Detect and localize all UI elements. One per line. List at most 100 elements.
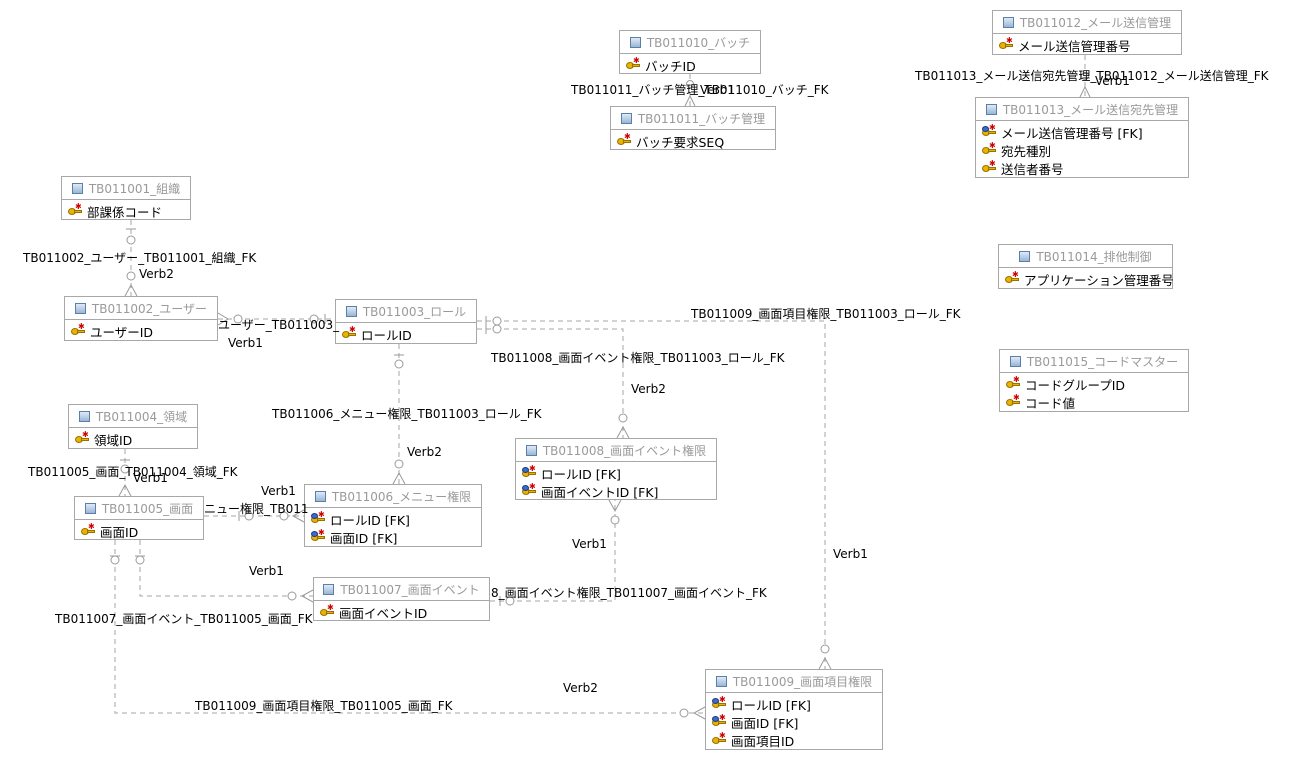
table-title: TB011004_領域 bbox=[95, 409, 188, 424]
column-name: ロールID [FK] bbox=[330, 512, 410, 528]
column-name: 画面ID bbox=[100, 524, 139, 540]
verb-label[interactable]: Verb2 bbox=[563, 681, 598, 695]
column-row[interactable]: ✱画面イベントID [FK] bbox=[516, 482, 716, 500]
verb-label[interactable]: Verb1 bbox=[1095, 74, 1130, 88]
verb-label[interactable]: Verb1 bbox=[572, 537, 607, 551]
fk-label[interactable]: TB011006_メニュー権限_TB011003_ロール_FK bbox=[272, 407, 542, 421]
fk-label[interactable]: TB011002_ユーザー_TB011001_組織_FK bbox=[23, 251, 257, 265]
table-tb011009[interactable]: TB011009_画面項目権限 ✱ロールID [FK] ✱画面ID [FK] ✱… bbox=[705, 669, 883, 750]
table-tb011005[interactable]: TB011005_画面 ✱ 画面ID bbox=[74, 496, 204, 540]
fk-label[interactable]: TB011008_画面イベント権限_TB011003_ロール_FK bbox=[491, 351, 785, 365]
crowfoot-icon bbox=[684, 94, 696, 107]
table-tb011002[interactable]: TB011002_ユーザー ✱ユーザーID bbox=[64, 296, 218, 341]
verb-label[interactable]: Verb1 bbox=[249, 564, 284, 578]
fk-label[interactable]: TB011005_画面_TB011004_領域_FK bbox=[28, 465, 238, 479]
fk-label[interactable]: TB011013_メール送信宛先管理_TB011012_メール送信管理_FK bbox=[915, 69, 1269, 83]
verb-label[interactable]: Verb1 bbox=[261, 484, 296, 498]
pk-key-icon: ✱ bbox=[626, 57, 641, 71]
fk-label[interactable]: 8_画面イベント権限_TB011007_画面イベント_FK bbox=[491, 586, 767, 600]
column-row[interactable]: ✱バッチ要求SEQ bbox=[611, 132, 775, 150]
pk-key-icon: ✱ bbox=[982, 142, 997, 156]
fk-label[interactable]: TB011009_画面項目権限_TB011005_画面_FK bbox=[195, 699, 453, 713]
column-row[interactable]: ✱バッチID bbox=[620, 56, 760, 74]
table-icon bbox=[84, 502, 96, 514]
verb-label[interactable]: Verb1 bbox=[700, 83, 735, 97]
column-name: 画面項目ID bbox=[731, 733, 795, 749]
table-title: TB011007_画面イベント bbox=[340, 582, 480, 597]
table-icon bbox=[323, 583, 335, 595]
rel-line-1009-1003 bbox=[477, 320, 826, 669]
table-icon bbox=[314, 490, 326, 502]
table-tb011011[interactable]: TB011011_バッチ管理 ✱バッチ要求SEQ bbox=[610, 106, 776, 150]
table-title: TB011014_排他制御 bbox=[1036, 249, 1152, 264]
column-row[interactable]: ✱ロールID [FK] bbox=[706, 695, 882, 713]
column-name: アプリケーション管理番号 bbox=[1024, 272, 1174, 288]
verb-label[interactable]: Verb1 bbox=[228, 336, 263, 350]
table-title: TB011003_ロール bbox=[362, 304, 467, 319]
column-row[interactable]: ✱画面ID [FK] bbox=[305, 528, 481, 546]
table-tb011008[interactable]: TB011008_画面イベント権限 ✱ロールID [FK] ✱画面イベントID … bbox=[515, 438, 717, 500]
column-row[interactable]: ✱メール送信管理番号 bbox=[993, 36, 1181, 54]
column-row[interactable]: ✱領域ID bbox=[69, 430, 197, 448]
table-icon bbox=[345, 305, 357, 317]
column-row[interactable]: ✱送信者番号 bbox=[976, 159, 1188, 177]
table-icon bbox=[1002, 16, 1014, 28]
table-icon bbox=[620, 112, 632, 124]
rel-line-1008-1007 bbox=[490, 500, 616, 602]
pk-key-icon: ✱ bbox=[71, 323, 86, 337]
column-name: ロールID [FK] bbox=[731, 697, 811, 713]
column-name: 部課係コード bbox=[87, 204, 163, 220]
column-row[interactable]: ✱コードグループID bbox=[1000, 375, 1188, 393]
table-title: TB011005_画面 bbox=[101, 501, 194, 516]
column-row[interactable]: ✱ロールID [FK] bbox=[305, 510, 481, 528]
table-tb011015[interactable]: TB011015_コードマスター ✱コードグループID ✱コード値 bbox=[999, 349, 1189, 412]
column-name: コードグループID bbox=[1025, 377, 1126, 393]
verb-label[interactable]: Verb1 bbox=[833, 547, 868, 561]
table-title: TB011010_バッチ bbox=[646, 35, 751, 50]
column-name: ロールID bbox=[361, 327, 412, 343]
table-tb011003[interactable]: TB011003_ロール ✱ロールID bbox=[335, 299, 477, 344]
verb-label[interactable]: Verb2 bbox=[139, 267, 174, 281]
column-row[interactable]: ✱画面イベントID bbox=[314, 603, 489, 621]
table-tb011014[interactable]: TB011014_排他制御 ✱アプリケーション管理番号 bbox=[998, 244, 1174, 289]
cardinality-circle bbox=[686, 80, 694, 88]
table-tb011010[interactable]: TB011010_バッチ ✱バッチID bbox=[619, 30, 761, 74]
fk-label[interactable]: ユーザー_TB011003_ bbox=[218, 318, 340, 332]
column-name: ユーザーID bbox=[90, 324, 154, 340]
column-row[interactable]: ✱画面項目ID bbox=[706, 731, 882, 749]
column-row[interactable]: ✱ 画面ID bbox=[75, 522, 203, 540]
table-title: TB011011_バッチ管理 bbox=[637, 111, 766, 126]
table-tb011013[interactable]: TB011013_メール送信宛先管理 ✱メール送信管理番号 [FK] ✱宛先種別… bbox=[975, 97, 1189, 178]
column-name: 画面ID [FK] bbox=[330, 530, 398, 546]
verb-label[interactable]: Verb1 bbox=[133, 471, 168, 485]
cardinality-circle bbox=[1081, 72, 1089, 80]
pk-fk-key-icon: ✱ bbox=[522, 483, 537, 497]
verb-label[interactable]: Verb2 bbox=[407, 445, 442, 459]
column-row[interactable]: ✱画面ID [FK] bbox=[706, 713, 882, 731]
table-title: TB011001_組織 bbox=[88, 181, 181, 196]
pk-key-icon: ✱ bbox=[81, 523, 96, 537]
table-tb011001[interactable]: TB011001_組織 ✱部課係コード bbox=[61, 176, 191, 220]
fk-label[interactable]: TB011011_バッチ管理_TB011010_バッチ_FK bbox=[571, 83, 829, 97]
column-name: 送信者番号 bbox=[1001, 161, 1064, 177]
table-tb011007[interactable]: TB011007_画面イベント ✱画面イベントID bbox=[313, 577, 490, 621]
table-icon bbox=[1009, 355, 1021, 367]
table-tb011006[interactable]: TB011006_メニュー権限 ✱ロールID [FK] ✱画面ID [FK] bbox=[304, 484, 482, 547]
fk-label[interactable]: TB011007_画面イベント_TB011005_画面_FK bbox=[55, 612, 313, 626]
column-row[interactable]: ✱メール送信管理番号 [FK] bbox=[976, 123, 1188, 141]
table-tb011012[interactable]: TB011012_メール送信管理 ✱メール送信管理番号 bbox=[992, 10, 1182, 55]
column-row[interactable]: ✱宛先種別 bbox=[976, 141, 1188, 159]
column-row[interactable]: ✱アプリケーション管理番号 bbox=[999, 270, 1174, 288]
column-row[interactable]: ✱部課係コード bbox=[62, 202, 190, 220]
verb-label[interactable]: Verb2 bbox=[631, 382, 666, 396]
column-row[interactable]: ✱ロールID bbox=[336, 325, 476, 343]
column-row[interactable]: ✱コード値 bbox=[1000, 393, 1188, 411]
fk-label[interactable]: TB011009_画面項目権限_TB011003_ロール_FK bbox=[691, 307, 961, 321]
column-name: メール送信管理番号 bbox=[1018, 38, 1131, 54]
table-tb011004[interactable]: TB011004_領域 ✱領域ID bbox=[68, 404, 198, 449]
column-row[interactable]: ✱ロールID [FK] bbox=[516, 464, 716, 482]
fk-label[interactable]: ニュー権限_TB011 bbox=[204, 502, 309, 516]
column-name: 画面ID [FK] bbox=[731, 715, 799, 731]
column-row[interactable]: ✱ ユーザーID bbox=[65, 322, 217, 340]
